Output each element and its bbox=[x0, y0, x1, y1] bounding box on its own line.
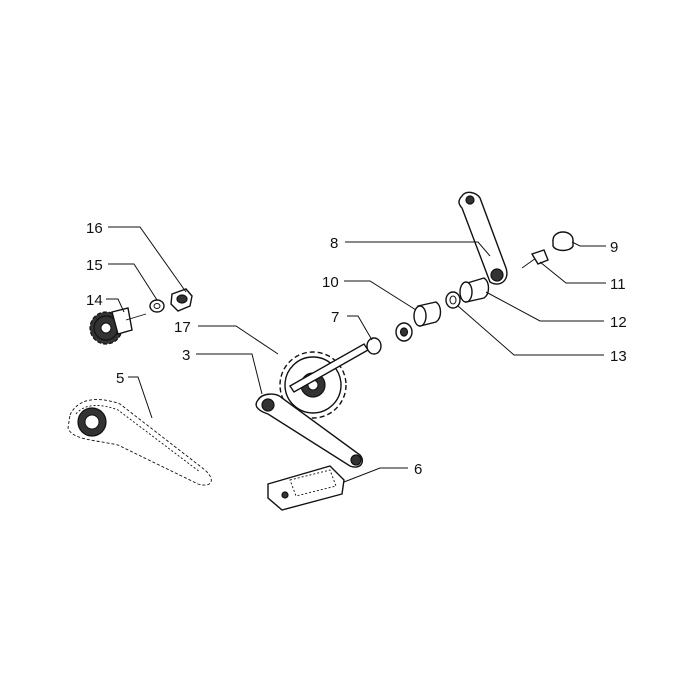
callout-16: 16 bbox=[86, 220, 103, 237]
sleeve-12 bbox=[459, 277, 490, 303]
callout-13: 13 bbox=[610, 348, 627, 365]
lever bbox=[458, 191, 508, 285]
callout-5: 5 bbox=[116, 370, 124, 387]
ring-7 bbox=[366, 337, 382, 355]
nut-16 bbox=[170, 288, 193, 312]
callout-15: 15 bbox=[86, 257, 103, 274]
callout-8: 8 bbox=[330, 235, 338, 252]
callout-labels: 16 15 14 5 17 3 6 7 10 8 9 11 12 13 bbox=[86, 220, 627, 478]
callout-14: 14 bbox=[86, 292, 103, 309]
pedal bbox=[267, 465, 345, 511]
bolt-11 bbox=[521, 249, 549, 269]
washer-13 bbox=[445, 291, 461, 309]
washer-15 bbox=[149, 299, 165, 313]
cap-9 bbox=[552, 231, 574, 252]
bushing-10 bbox=[395, 301, 442, 342]
callout-7: 7 bbox=[331, 309, 339, 326]
callout-3: 3 bbox=[182, 347, 190, 364]
callout-9: 9 bbox=[610, 239, 618, 256]
sprocket-bracket bbox=[89, 307, 147, 345]
leader-lines bbox=[106, 226, 606, 483]
rear-sprocket bbox=[77, 407, 107, 437]
callout-12: 12 bbox=[610, 314, 627, 331]
crank-arm bbox=[255, 393, 364, 468]
callout-10: 10 bbox=[322, 274, 339, 291]
callout-6: 6 bbox=[414, 461, 422, 478]
callout-17: 17 bbox=[174, 319, 191, 336]
chain bbox=[67, 399, 212, 486]
callout-11: 11 bbox=[610, 276, 626, 293]
